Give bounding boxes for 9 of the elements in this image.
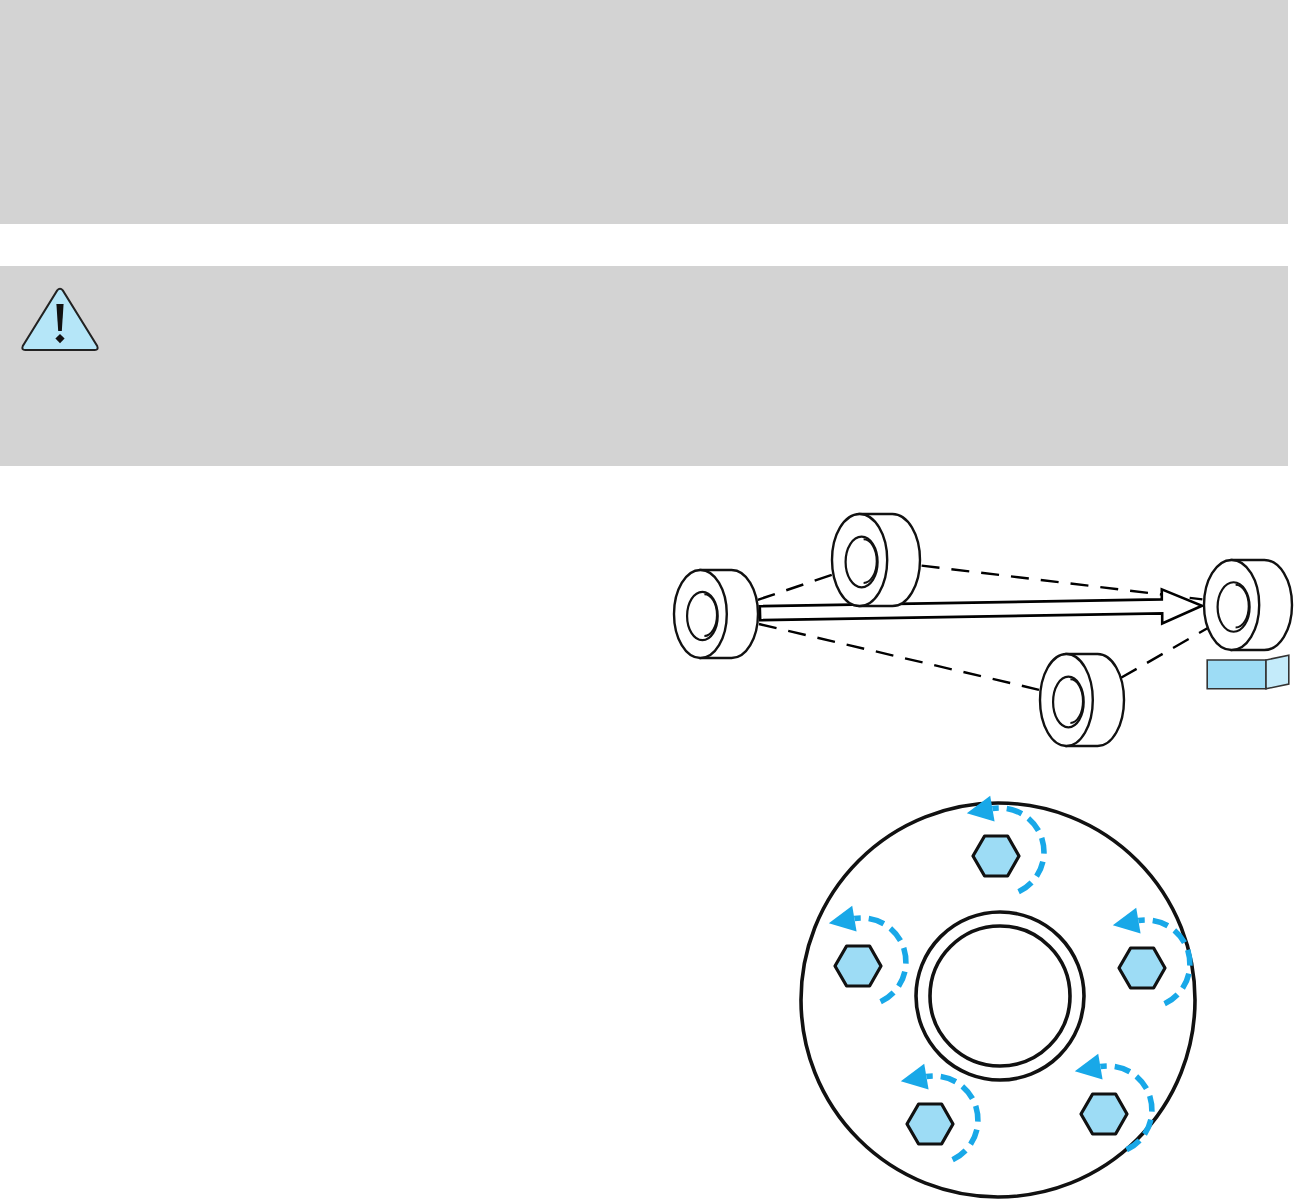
tire xyxy=(1202,558,1294,652)
tire xyxy=(830,512,922,608)
dashed-line xyxy=(758,622,1040,691)
tire xyxy=(672,568,760,660)
dashed-line xyxy=(921,564,1203,601)
dashed-line xyxy=(1120,626,1209,679)
tire xyxy=(1038,652,1126,748)
dashed-line xyxy=(757,573,833,601)
block-arrow xyxy=(758,587,1206,626)
